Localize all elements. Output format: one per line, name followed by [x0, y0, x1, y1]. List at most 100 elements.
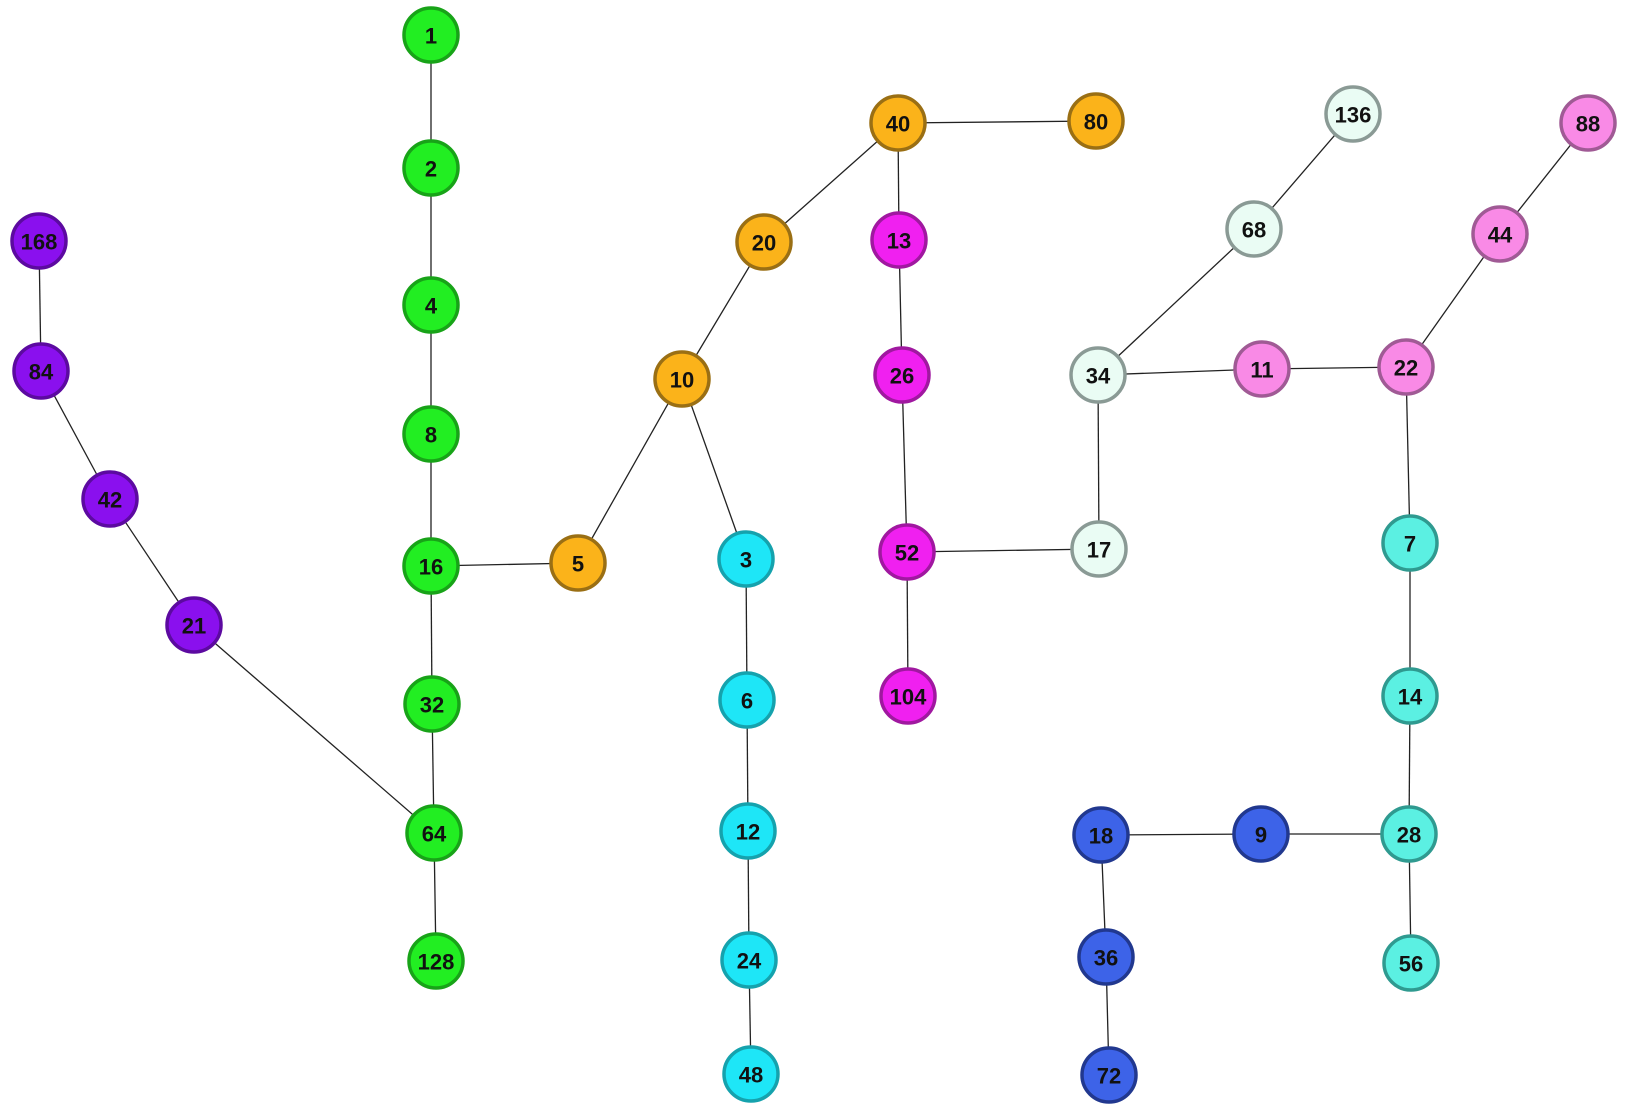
node-label: 3 [740, 548, 752, 573]
node-label: 34 [1086, 364, 1111, 389]
node-label: 48 [739, 1063, 763, 1088]
node-circle [870, 211, 928, 269]
node-circle [1070, 520, 1128, 578]
node-label: 68 [1242, 218, 1266, 243]
node-label: 24 [737, 949, 762, 974]
node-label: 13 [887, 229, 911, 254]
node-circle [1067, 92, 1125, 150]
node-label: 2 [425, 157, 437, 182]
node-64: 64 [405, 804, 463, 862]
node-22: 22 [1377, 338, 1435, 396]
node-circle [719, 802, 777, 860]
node-circle [879, 667, 937, 725]
node-label: 14 [1398, 685, 1423, 710]
node-14: 14 [1381, 667, 1439, 725]
node-52: 52 [878, 523, 936, 581]
node-1: 1 [402, 6, 460, 64]
node-circle [717, 530, 775, 588]
node-24: 24 [720, 931, 778, 989]
edge-20-40 [763, 122, 899, 243]
node-label: 104 [890, 685, 927, 710]
node-circle [12, 342, 70, 400]
node-8: 8 [402, 405, 460, 463]
node-label: 26 [890, 364, 914, 389]
node-36: 36 [1077, 928, 1135, 986]
node-label: 1 [425, 24, 437, 49]
edge-22-7 [1405, 366, 1411, 544]
node-44: 44 [1471, 205, 1529, 263]
edge-21-64 [193, 624, 435, 834]
node-circle [1380, 805, 1438, 863]
node-circle [405, 804, 463, 862]
node-circle [735, 213, 793, 271]
edge-34-68 [1097, 228, 1255, 376]
node-circle [878, 523, 936, 581]
node-168: 168 [10, 212, 68, 270]
node-17: 17 [1070, 520, 1128, 578]
node-9: 9 [1232, 805, 1290, 863]
node-circle [402, 405, 460, 463]
node-label: 20 [752, 231, 776, 256]
node-18: 18 [1072, 806, 1130, 864]
node-label: 6 [741, 689, 753, 714]
node-circle [1233, 340, 1291, 398]
node-circle [722, 1045, 780, 1103]
node-3: 3 [717, 530, 775, 588]
node-label: 21 [182, 614, 206, 639]
node-circle [407, 932, 465, 990]
node-circle [402, 537, 460, 595]
node-circle [549, 534, 607, 592]
node-16: 16 [402, 537, 460, 595]
node-circle [653, 350, 711, 408]
node-label: 4 [425, 294, 438, 319]
node-128: 128 [407, 932, 465, 990]
node-48: 48 [722, 1045, 780, 1103]
node-label: 22 [1394, 356, 1418, 381]
node-label: 18 [1089, 824, 1113, 849]
node-label: 11 [1250, 358, 1273, 383]
node-label: 44 [1488, 223, 1513, 248]
node-label: 32 [420, 693, 444, 718]
node-label: 12 [736, 820, 760, 845]
node-circle [869, 94, 927, 152]
node-circle [10, 212, 68, 270]
node-label: 42 [98, 488, 122, 513]
node-circle [1072, 806, 1130, 864]
node-34: 34 [1069, 346, 1127, 404]
node-56: 56 [1382, 934, 1440, 992]
node-circle [1225, 200, 1283, 258]
node-label: 128 [418, 950, 455, 975]
node-136: 136 [1324, 85, 1382, 143]
node-label: 56 [1399, 952, 1423, 977]
node-88: 88 [1559, 94, 1617, 152]
node-84: 84 [12, 342, 70, 400]
edge-17-34 [1097, 374, 1100, 550]
edges-layer [38, 35, 1589, 1076]
node-42: 42 [81, 470, 139, 528]
node-circle [1232, 805, 1290, 863]
node-label: 17 [1087, 538, 1111, 563]
node-5: 5 [549, 534, 607, 592]
node-2: 2 [402, 139, 460, 197]
node-40: 40 [869, 94, 927, 152]
node-26: 26 [873, 346, 931, 404]
node-circle [1080, 1046, 1138, 1104]
node-circle [81, 470, 139, 528]
node-label: 5 [572, 552, 584, 577]
node-circle [402, 6, 460, 64]
node-circle [402, 276, 460, 334]
node-circle [165, 596, 223, 654]
node-6: 6 [718, 671, 776, 729]
node-label: 16 [419, 555, 443, 580]
node-label: 88 [1576, 112, 1600, 137]
node-32: 32 [403, 675, 461, 733]
node-label: 52 [895, 541, 919, 566]
node-circle [1381, 514, 1439, 572]
node-label: 10 [670, 368, 694, 393]
node-circle [402, 139, 460, 197]
node-label: 7 [1404, 532, 1416, 557]
edge-26-52 [901, 374, 908, 553]
node-label: 84 [29, 360, 54, 385]
node-label: 9 [1255, 823, 1267, 848]
node-label: 72 [1097, 1064, 1121, 1089]
